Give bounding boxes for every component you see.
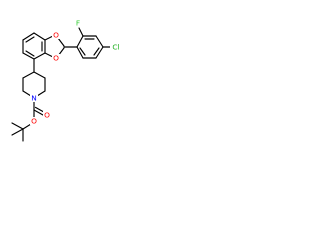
ester-oxygen-label: O xyxy=(31,117,37,126)
bond xyxy=(76,35,84,48)
label-mask xyxy=(52,54,60,62)
atom-labels: O O F Cl N O O xyxy=(30,19,122,126)
molecule-diagram: O O F Cl N O O xyxy=(0,0,152,152)
label-mask xyxy=(43,111,51,119)
bond xyxy=(22,71,35,79)
label-mask xyxy=(52,31,60,39)
bond xyxy=(33,71,46,79)
fluorine-label: F xyxy=(76,19,80,28)
chlorine-label: Cl xyxy=(112,43,119,52)
bond xyxy=(22,123,32,130)
chlorofluorophenyl-ring xyxy=(63,27,111,59)
carbonyl-oxygen-label: O xyxy=(44,111,50,120)
bond xyxy=(76,46,84,59)
structure-svg: O O F Cl N O O xyxy=(11,19,122,142)
double-bond-inner xyxy=(25,36,35,43)
label-mask xyxy=(30,117,38,125)
boc-group xyxy=(11,100,46,142)
piperidine-ring xyxy=(22,58,46,97)
double-bond-inner xyxy=(79,47,86,56)
bond-to-fluorine xyxy=(78,27,84,37)
dioxole-oxygen-lower-label: O xyxy=(53,54,59,63)
label-mask xyxy=(30,94,38,102)
label-mask xyxy=(110,43,122,51)
label-mask xyxy=(74,19,82,27)
benzodioxole-benzene-ring xyxy=(22,32,46,60)
dioxole-oxygen-upper-label: O xyxy=(53,31,59,40)
bond xyxy=(33,52,46,60)
bond xyxy=(22,52,35,60)
bond-carbonyl xyxy=(33,109,44,116)
double-bond-inner xyxy=(93,47,100,56)
bond xyxy=(22,32,35,41)
bond xyxy=(44,52,54,58)
double-bond-inner xyxy=(25,50,35,57)
piperidine-nitrogen-label: N xyxy=(31,94,37,103)
bond xyxy=(22,90,32,97)
bond xyxy=(57,37,65,47)
bond xyxy=(44,35,54,41)
bond-methyl xyxy=(11,122,24,130)
dioxole-ring xyxy=(44,35,65,58)
bond xyxy=(95,35,104,48)
bond-methyl xyxy=(11,128,24,136)
bond xyxy=(33,32,46,41)
bond xyxy=(95,46,104,59)
bond xyxy=(36,90,46,97)
